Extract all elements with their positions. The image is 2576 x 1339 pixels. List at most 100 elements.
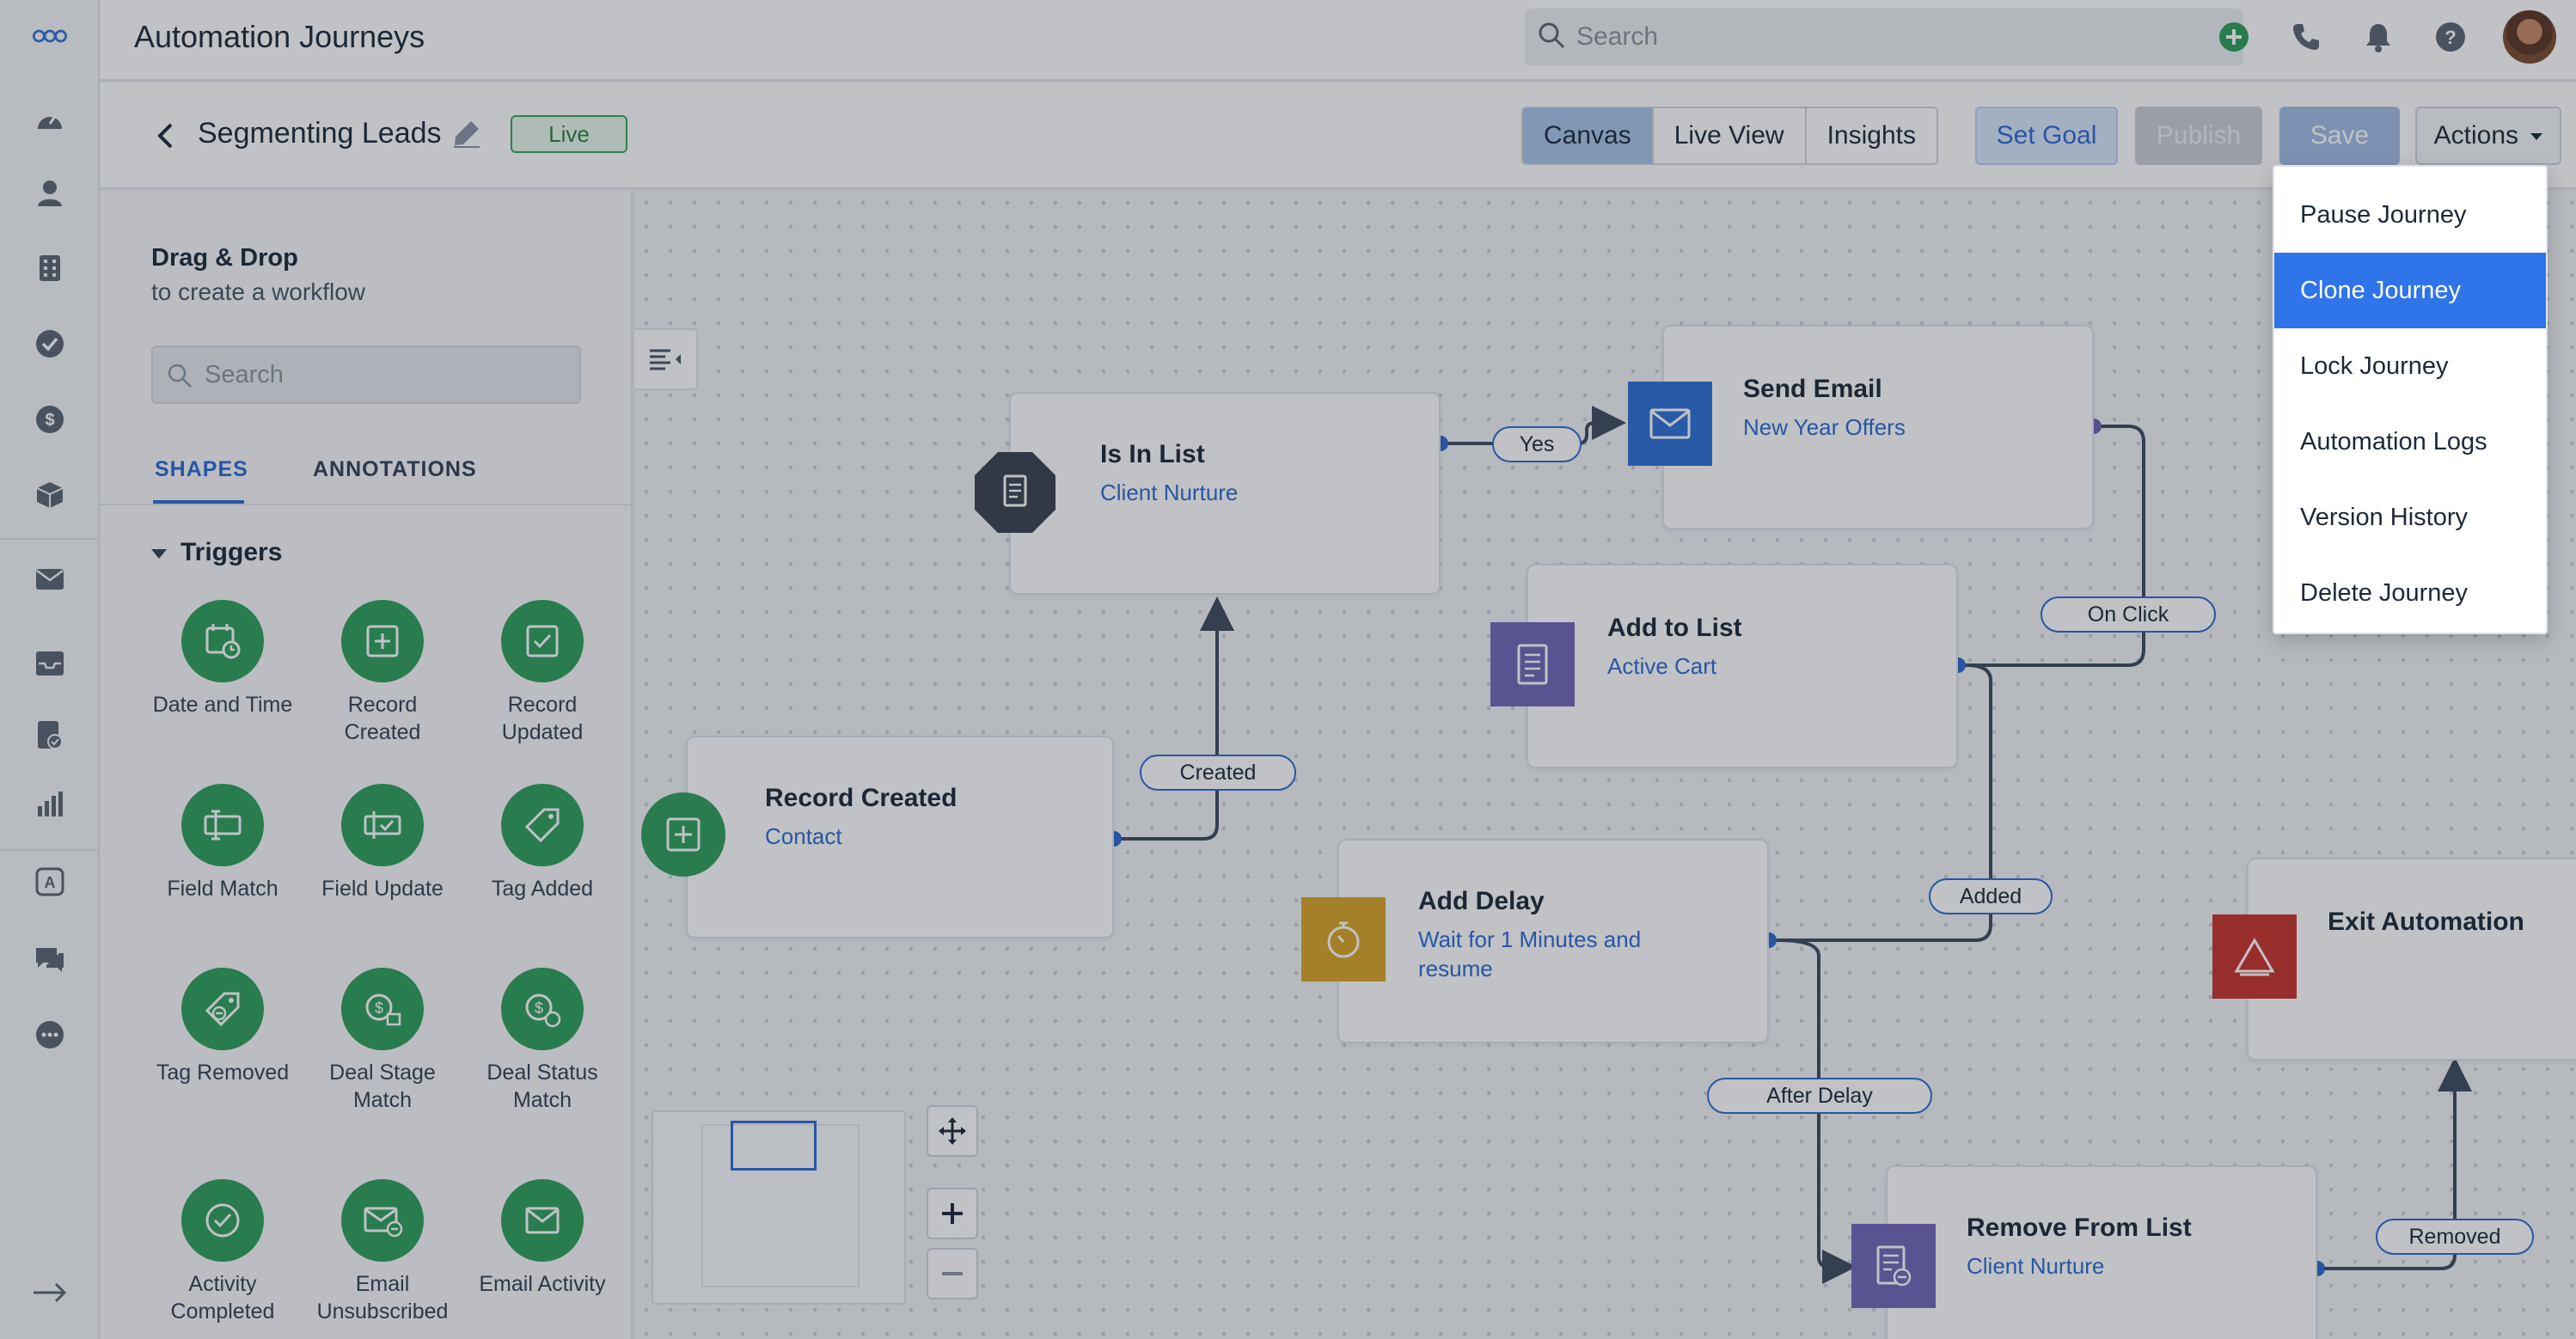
edge-label-created[interactable]: Created (1140, 755, 1296, 791)
documents-icon[interactable] (31, 717, 69, 755)
back-button[interactable] (148, 119, 182, 153)
node-subtitle: New Year Offers (1743, 414, 1906, 440)
node-send-email[interactable]: Send Email New Year Offers (1662, 325, 2094, 529)
reports-icon[interactable] (31, 786, 69, 823)
canvas-minimap[interactable] (652, 1110, 906, 1305)
set-goal-button[interactable]: Set Goal (1975, 107, 2118, 165)
actions-button[interactable]: Actions (2415, 107, 2561, 165)
companies-icon[interactable] (31, 249, 69, 287)
menu-item-pause-journey[interactable]: Pause Journey (2300, 201, 2467, 229)
shape-record-created[interactable]: Record Created (309, 600, 456, 746)
timer-icon (1301, 897, 1386, 981)
tab-live-view[interactable]: Live View (1653, 108, 1807, 163)
rail-divider (0, 538, 100, 540)
shape-label: Tag Removed (156, 1061, 290, 1085)
node-is-in-list[interactable]: Is In List Client Nurture (1009, 392, 1441, 595)
shape-label: Deal Stage Match (329, 1061, 436, 1112)
shape-tag-added[interactable]: Tag Added (469, 784, 615, 902)
node-title: Send Email (1743, 375, 1882, 403)
edge-label-added[interactable]: Added (1929, 878, 2053, 914)
shape-label: Field Update (321, 877, 444, 901)
node-title: Exit Automation (2328, 908, 2524, 936)
minimap-viewport[interactable] (731, 1121, 817, 1171)
collapse-panel-button[interactable] (634, 328, 698, 390)
edge-label-after-delay[interactable]: After Delay (1707, 1078, 1932, 1114)
shape-activity-completed[interactable]: Activity Completed (150, 1179, 296, 1325)
more-icon[interactable] (31, 1016, 69, 1054)
notifications-bell-icon[interactable] (2359, 17, 2398, 57)
chat-icon[interactable] (31, 940, 69, 978)
deals-icon[interactable]: $ (31, 400, 69, 438)
node-exit-automation[interactable]: Exit Automation (2247, 858, 2576, 1061)
publish-button[interactable]: Publish (2135, 107, 2262, 165)
user-avatar[interactable] (2501, 9, 2558, 65)
workflow-canvas[interactable]: Record Created Contact Is In List Client… (634, 191, 2576, 1339)
shape-record-updated[interactable]: Record Updated (469, 600, 615, 746)
node-add-to-list[interactable]: Add to List Active Cart (1527, 564, 1958, 768)
dashboard-icon[interactable] (31, 101, 69, 138)
edit-name-pencil-icon[interactable] (452, 119, 483, 150)
panel-title: Drag & Drop (151, 244, 298, 272)
tab-shapes[interactable]: SHAPES (155, 457, 248, 481)
expand-rail-icon[interactable] (31, 1274, 69, 1311)
shape-email-unsubscribed[interactable]: Email Unsubscribed (309, 1179, 456, 1325)
tab-annotations[interactable]: ANNOTATIONS (313, 457, 477, 481)
tab-canvas[interactable]: Canvas (1523, 108, 1654, 163)
shape-field-match[interactable]: Field Match (150, 784, 296, 902)
products-icon[interactable] (31, 476, 69, 514)
shape-tag-removed[interactable]: Tag Removed (150, 968, 296, 1086)
shape-deal-stage-match[interactable]: $ Deal Stage Match (309, 968, 456, 1114)
edge-label-yes[interactable]: Yes (1492, 426, 1582, 462)
journey-header: Segmenting Leads Live Canvas Live View I… (100, 83, 2576, 189)
menu-item-version-history[interactable]: Version History (2300, 504, 2469, 531)
node-title: Is In List (1100, 440, 1205, 468)
shape-field-update[interactable]: Field Update (309, 784, 456, 902)
shape-label: Record Created (344, 693, 421, 744)
actions-button-label: Actions (2433, 121, 2519, 150)
shape-deal-status-match[interactable]: $ Deal Status Match (469, 968, 615, 1114)
edge-label-on-click[interactable]: On Click (2041, 596, 2216, 633)
add-record-icon (641, 792, 725, 877)
shape-date-and-time[interactable]: Date and Time (150, 600, 296, 718)
phone-icon[interactable] (2286, 17, 2326, 57)
tasks-icon[interactable] (31, 325, 69, 363)
shape-email-activity[interactable]: Email Activity (469, 1179, 615, 1298)
edge-label-removed[interactable]: Removed (2376, 1219, 2534, 1255)
automation-icon[interactable]: A (31, 863, 69, 901)
contacts-icon[interactable] (31, 174, 69, 212)
email-icon[interactable] (31, 560, 69, 598)
add-icon[interactable] (2214, 17, 2254, 57)
zoom-in-button[interactable] (927, 1188, 978, 1239)
search-icon (167, 363, 193, 393)
global-search[interactable] (1525, 9, 2243, 65)
inbox-icon[interactable] (31, 645, 69, 682)
menu-item-lock-journey[interactable]: Lock Journey (2300, 352, 2449, 380)
tab-insights[interactable]: Insights (1806, 108, 1937, 163)
status-badge: Live (511, 115, 627, 153)
menu-item-automation-logs[interactable]: Automation Logs (2300, 428, 2487, 456)
help-icon[interactable]: ? (2431, 17, 2470, 57)
global-search-input[interactable] (1576, 17, 2212, 57)
deal-stage-icon: $ (341, 968, 424, 1050)
calendar-clock-icon (181, 600, 264, 682)
pan-move-icon[interactable] (927, 1105, 978, 1157)
triggers-section-toggle[interactable]: Triggers (151, 538, 282, 567)
menu-item-delete-journey[interactable]: Delete Journey (2300, 579, 2469, 607)
node-remove-from-list[interactable]: Remove From List Client Nurture (1886, 1165, 2317, 1339)
app-logo-icon[interactable] (31, 17, 69, 55)
node-add-delay[interactable]: Add Delay Wait for 1 Minutes and resume (1337, 839, 1769, 1043)
check-circle-icon (181, 1179, 264, 1262)
shapes-search-input[interactable] (205, 356, 566, 394)
shapes-search[interactable] (151, 345, 581, 404)
save-button[interactable]: Save (2279, 107, 2400, 165)
menu-item-clone-journey[interactable]: Clone Journey (2274, 253, 2546, 328)
shape-label: Activity Completed (170, 1272, 275, 1324)
shape-label: Deal Status Match (486, 1061, 598, 1112)
zoom-out-button[interactable] (927, 1248, 978, 1299)
node-record-created[interactable]: Record Created Contact (686, 736, 1114, 939)
journey-name: Segmenting Leads (198, 117, 442, 150)
svg-text:$: $ (45, 411, 54, 430)
tag-icon (501, 784, 584, 866)
node-title: Remove From List (1967, 1214, 2192, 1242)
